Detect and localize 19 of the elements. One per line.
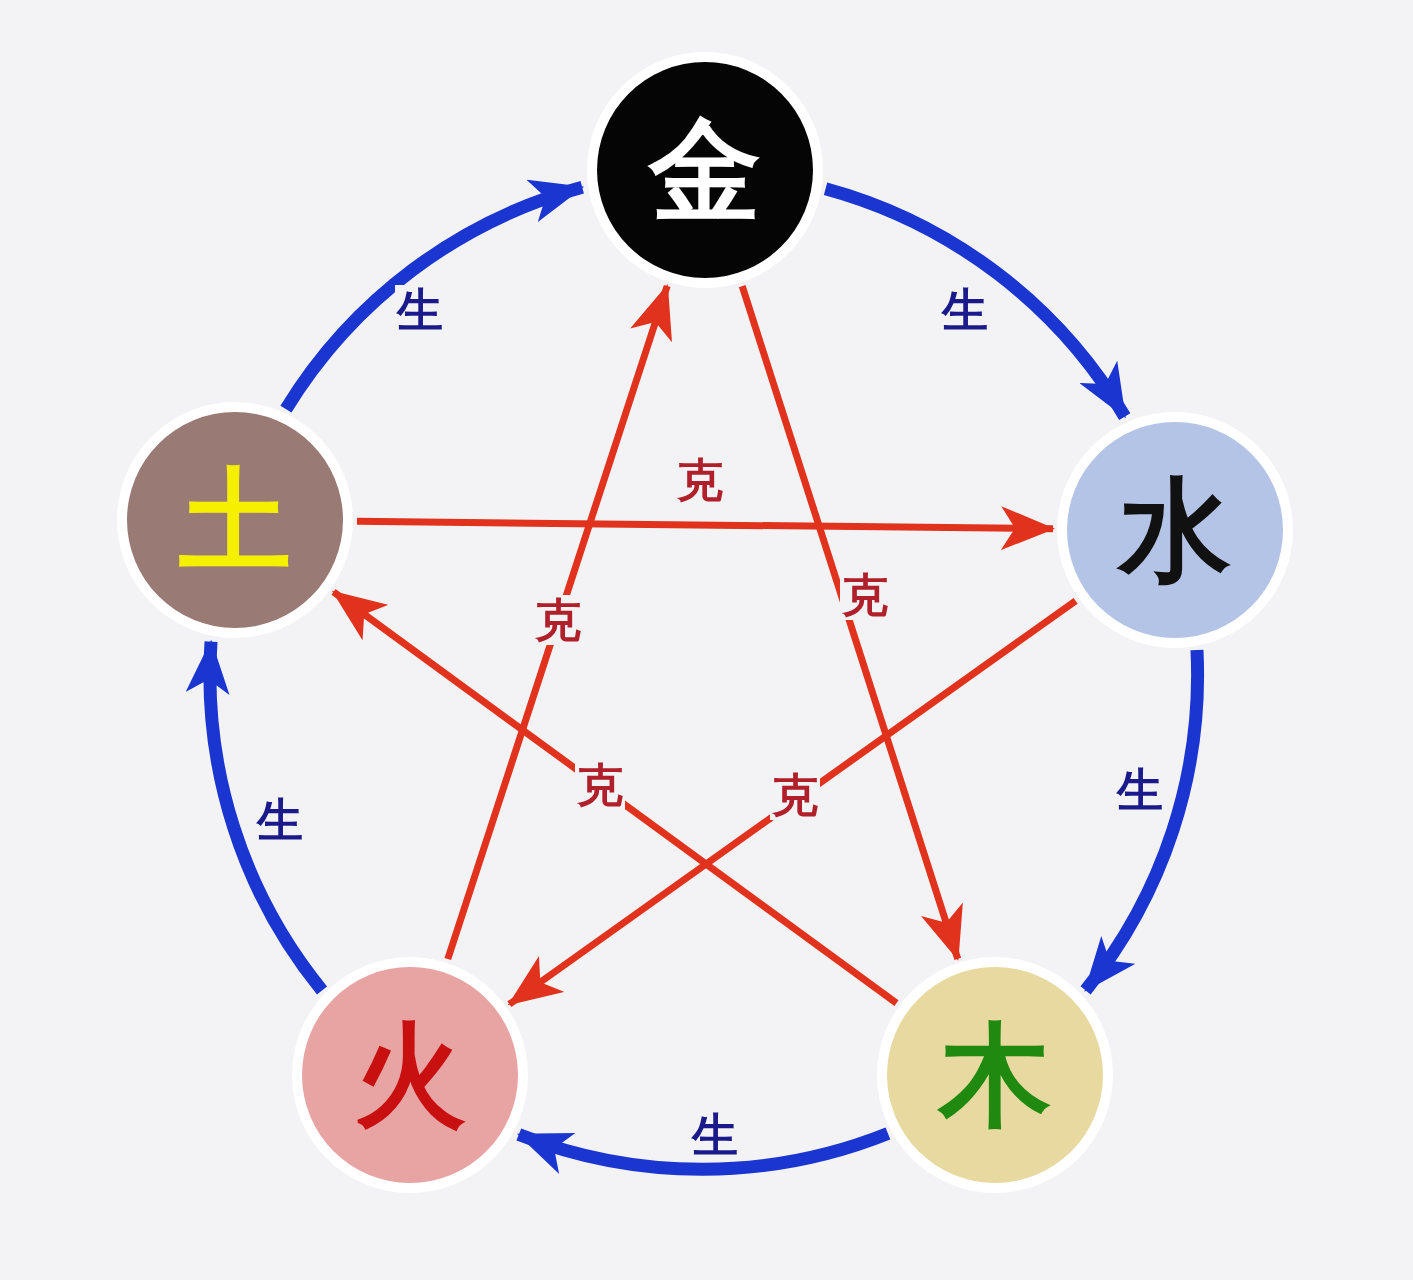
edge-label: 克 — [770, 770, 820, 820]
arrow — [516, 1127, 890, 1176]
arrow — [1080, 649, 1204, 995]
element-character: 木 — [939, 1019, 1051, 1131]
arrow — [507, 597, 1078, 1008]
arrow — [444, 284, 672, 961]
edge-label: 克 — [575, 760, 625, 810]
arrow — [331, 589, 899, 1006]
element-character: 金 — [649, 114, 761, 226]
element-character: 土 — [179, 464, 291, 576]
arrow — [280, 181, 585, 413]
element-character: 火 — [354, 1019, 466, 1131]
arrow — [823, 182, 1131, 421]
arrow — [188, 639, 328, 995]
arrow — [356, 506, 1055, 551]
edge-label: 克 — [675, 455, 725, 505]
edge-label: 克 — [840, 570, 890, 620]
edge-label: 克 — [533, 595, 583, 645]
arrow — [738, 285, 963, 961]
